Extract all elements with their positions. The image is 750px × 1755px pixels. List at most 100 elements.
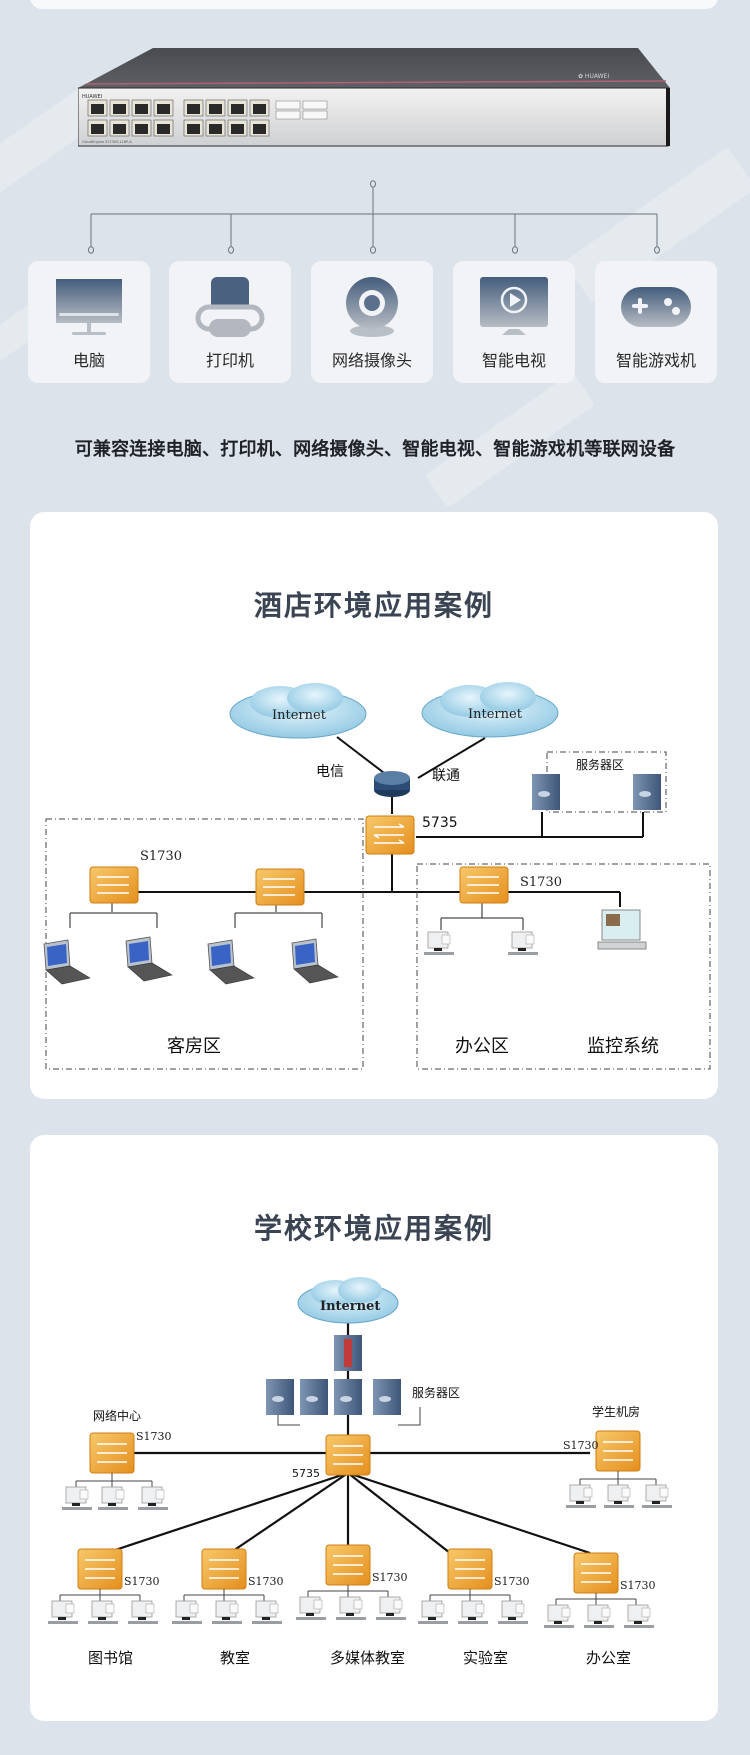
access-switch-label: S1730 — [372, 1571, 408, 1584]
device-label: 打印机 — [205, 351, 254, 370]
cloud-label: Internet — [468, 707, 523, 722]
monitoring-station-icon — [597, 909, 647, 950]
access-switch-icon — [459, 866, 509, 904]
desktop-pc-icon — [566, 1484, 596, 1508]
device-label: 智能游戏机 — [615, 351, 696, 370]
brand-logo: ✿ HUAWEI — [578, 73, 609, 80]
school-network-diagram: Internet 服务器区 5735 网络中心 — [30, 1135, 718, 1721]
cloud-label: Internet — [320, 1299, 380, 1314]
hotel-case-card: 酒店环境应用案例 — [30, 512, 718, 1099]
branch-3: S1730 多媒体教室 — [296, 1544, 408, 1667]
branch-5: S1730 办公室 — [544, 1552, 656, 1667]
desktop-pc-icon — [642, 1484, 672, 1508]
port-socket — [209, 104, 222, 114]
port-socket — [91, 124, 104, 134]
gamepad-icon — [621, 275, 691, 339]
branch-1: S1730 图书馆 — [48, 1548, 160, 1667]
branch-label: 多媒体教室 — [330, 1649, 405, 1667]
port-socket — [253, 104, 266, 114]
laptop-icon — [125, 936, 173, 982]
access-switch-label: S1730 — [620, 1579, 656, 1592]
access-switch-icon — [201, 1548, 247, 1590]
desktop-pc-icon — [604, 1484, 634, 1508]
port-socket — [135, 124, 148, 134]
port-socket — [157, 124, 170, 134]
access-switch-icon — [89, 1432, 135, 1474]
access-switch-label: S1730 — [520, 875, 562, 890]
access-switch-icon — [77, 1548, 123, 1590]
device-card-printer: 打印机 — [169, 261, 291, 383]
desktop-pc-icon — [296, 1596, 326, 1620]
port-socket — [135, 104, 148, 114]
desktop-pc-icon — [458, 1600, 488, 1624]
firewall-icon — [334, 1335, 362, 1371]
desktop-pc-icon — [98, 1486, 128, 1510]
network-switch-image: HUAWEI CloudEngine S1730S-L16P-A ✿ HUAWE… — [78, 48, 670, 150]
ethernet-ports — [87, 99, 270, 137]
desktop-pc-icon — [498, 1600, 528, 1624]
desktop-pc-icon — [62, 1486, 92, 1510]
branch-label: 实验室 — [463, 1649, 508, 1667]
server-zone-label: 服务器区 — [576, 757, 624, 772]
model-label: CloudEngine S1730S-L16P-A — [82, 140, 132, 144]
core-switch-label: 5735 — [292, 1467, 320, 1480]
access-switch-icon — [595, 1430, 641, 1472]
core-switch-label: 5735 — [422, 815, 458, 831]
printer-icon — [195, 275, 265, 339]
school-case-title: 学校环境应用案例 — [253, 1212, 494, 1245]
zone-label-monitoring: 监控系统 — [587, 1036, 659, 1057]
server-icon — [373, 1379, 401, 1415]
monitor-icon — [54, 275, 124, 339]
desktop-pc-icon — [336, 1596, 366, 1620]
device-card-smart-tv: 智能电视 — [453, 261, 575, 383]
access-switch-label: S1730 — [494, 1575, 530, 1588]
desktop-pc-icon — [418, 1600, 448, 1624]
internet-cloud-1: Internet — [229, 683, 367, 739]
access-switch-icon — [255, 868, 305, 906]
port-socket — [187, 124, 200, 134]
port-socket — [231, 104, 244, 114]
device-label: 电脑 — [72, 351, 105, 370]
access-switch-icon — [447, 1548, 493, 1590]
access-switch-label: S1730 — [140, 849, 182, 864]
core-switch-icon — [325, 1434, 371, 1476]
zone-label-guest-rooms: 客房区 — [167, 1036, 221, 1057]
access-switch-icon — [89, 866, 139, 904]
desktop-pc-icon — [376, 1596, 406, 1620]
laptop-icon — [207, 939, 255, 985]
connection-tree — [0, 170, 750, 260]
desktop-pc-icon — [424, 931, 454, 955]
network-center-label: 网络中心 — [93, 1408, 141, 1423]
desktop-pc-icon — [252, 1600, 282, 1624]
server-icon — [266, 1379, 294, 1415]
school-case-card: 学校环境应用案例 Internet — [30, 1135, 718, 1721]
webcam-icon — [337, 275, 407, 339]
access-switch-label: S1730 — [124, 1575, 160, 1588]
access-switch-icon — [573, 1552, 619, 1594]
desktop-pc-icon — [584, 1604, 614, 1628]
device-label: 网络摄像头 — [331, 351, 412, 370]
branch-label: 办公室 — [586, 1649, 631, 1667]
server-zone-label: 服务器区 — [412, 1385, 460, 1400]
desktop-pc-icon — [48, 1600, 78, 1624]
server-icon — [334, 1379, 362, 1415]
device-card-game-console: 智能游戏机 — [595, 261, 717, 383]
router-icon — [374, 771, 410, 797]
desktop-pc-icon — [508, 931, 538, 955]
desktop-pc-icon — [138, 1486, 168, 1510]
port-socket — [253, 124, 266, 134]
compatibility-caption: 可兼容连接电脑、打印机、网络摄像头、智能电视、智能游戏机等联网设备 — [74, 439, 676, 460]
access-switch-icon — [325, 1544, 371, 1586]
laptop-icon — [291, 938, 339, 984]
access-switch-label: S1730 — [136, 1430, 172, 1443]
branch-label: 图书馆 — [88, 1649, 133, 1667]
branch-label: 教室 — [220, 1649, 250, 1667]
port-socket — [231, 124, 244, 134]
hotel-case-title: 酒店环境应用案例 — [253, 589, 494, 622]
desktop-pc-icon — [88, 1600, 118, 1624]
server-icon — [300, 1379, 328, 1415]
desktop-pc-icon — [544, 1604, 574, 1628]
desktop-pc-icon — [128, 1600, 158, 1624]
hotel-network-diagram: Internet Internet 电信 联通 5735 — [30, 512, 718, 1099]
